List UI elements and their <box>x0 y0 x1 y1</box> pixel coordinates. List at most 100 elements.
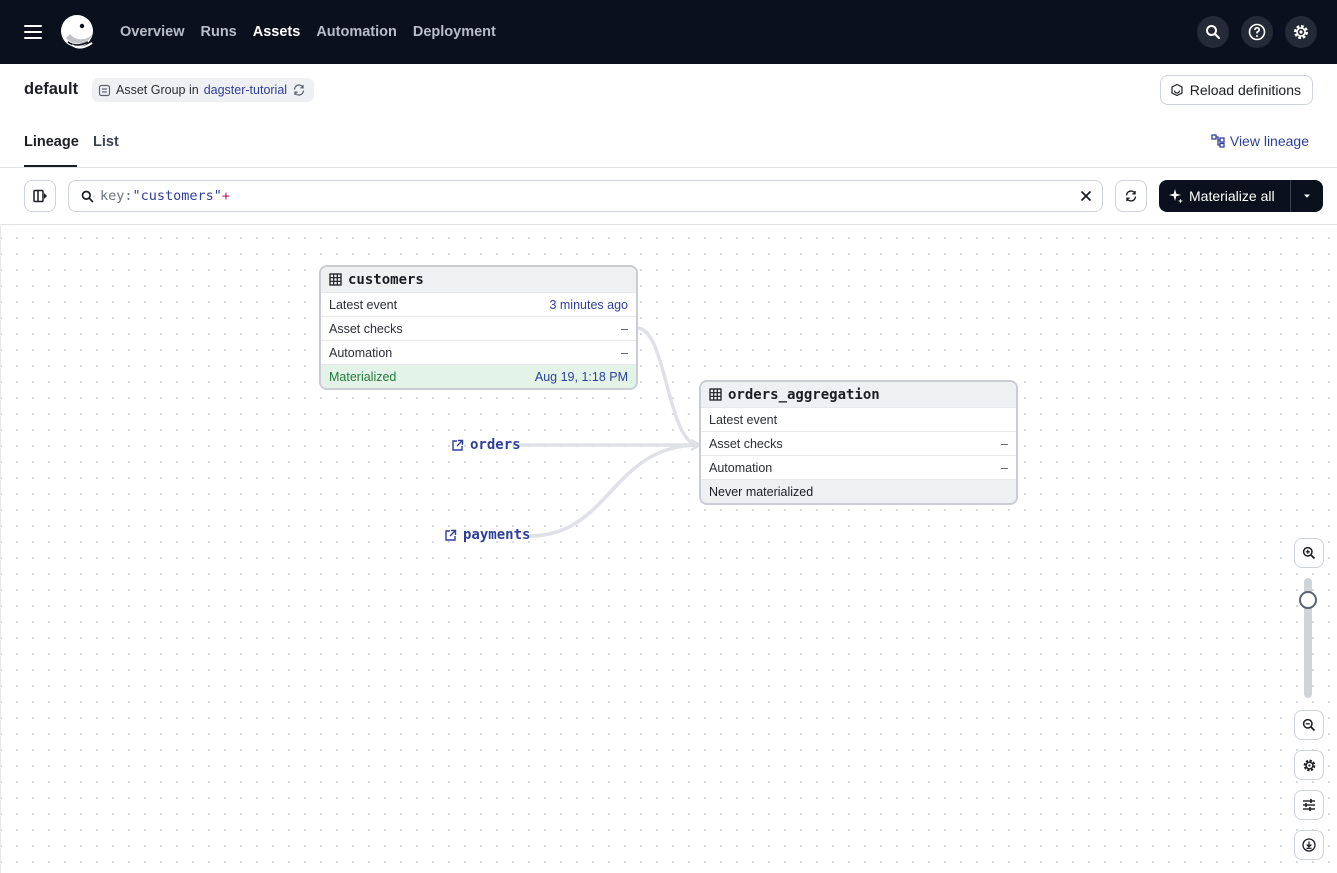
zoom-out-button[interactable] <box>1294 710 1324 740</box>
tab-list[interactable]: List <box>93 134 119 150</box>
asset-checks-row: Asset checks – <box>321 316 636 340</box>
nav-automation[interactable]: Automation <box>316 24 397 40</box>
zoom-in-icon <box>1302 546 1316 560</box>
latest-event-row: Latest event 3 minutes ago <box>321 292 636 316</box>
clear-icon[interactable] <box>1078 188 1094 204</box>
page-title: default <box>24 80 79 98</box>
active-tab-indicator <box>24 165 77 167</box>
source-asset-name: orders <box>470 437 521 453</box>
graph-toolbar: key:"customers"+ Materialize all <box>0 168 1337 225</box>
asset-group-tag: Asset Group in dagster-tutorial <box>92 78 315 102</box>
download-icon <box>1302 838 1316 852</box>
row-label: Automation <box>329 345 393 360</box>
table-icon <box>709 388 722 401</box>
latest-event-link[interactable]: 3 minutes ago <box>549 297 628 312</box>
materialization-status-row: Never materialized <box>701 479 1016 503</box>
search-button[interactable] <box>1197 16 1229 48</box>
reload-location-icon[interactable] <box>292 83 306 97</box>
zoom-slider-track[interactable] <box>1304 578 1312 698</box>
edge-customers-to-orders-aggregation <box>636 326 700 447</box>
gear-icon <box>1303 759 1315 771</box>
graph-filters-button[interactable] <box>1294 790 1324 820</box>
materialization-status-row: Materialized Aug 19, 1:18 PM <box>321 364 636 388</box>
reload-icon <box>1171 83 1183 97</box>
top-nav: Overview Runs Assets Automation Deployme… <box>0 0 1337 64</box>
asset-selection-input[interactable]: key:"customers"+ <box>68 180 1103 212</box>
row-label: Asset checks <box>709 436 783 451</box>
query-string: "customers" <box>132 188 222 204</box>
row-label: Asset checks <box>329 321 403 336</box>
latest-event-row: Latest event <box>701 407 1016 431</box>
row-label: Latest event <box>709 412 778 427</box>
asset-checks-row: Asset checks – <box>701 431 1016 455</box>
sidebar-toggle-icon <box>33 189 47 203</box>
asset-node-header: orders_aggregation <box>701 382 1016 407</box>
row-value: – <box>1001 436 1008 451</box>
top-actions <box>1197 16 1317 48</box>
gear-icon <box>1294 25 1308 39</box>
row-label: Latest event <box>329 297 398 312</box>
graph-edges <box>519 326 703 538</box>
row-value: – <box>621 321 628 336</box>
caret-down-icon <box>1304 194 1310 198</box>
nav-overview[interactable]: Overview <box>120 24 185 40</box>
table-icon <box>329 273 342 286</box>
edge-payments-to-orders-aggregation <box>528 443 700 538</box>
row-label: Automation <box>709 460 773 475</box>
reload-definitions-label: Reload definitions <box>1189 82 1301 98</box>
external-link-icon <box>452 439 464 451</box>
lineage-icon <box>1211 134 1225 148</box>
external-link-icon <box>445 529 457 541</box>
materialized-timestamp-link[interactable]: Aug 19, 1:18 PM <box>534 369 628 384</box>
automation-row: Automation – <box>321 340 636 364</box>
zoom-slider-thumb[interactable] <box>1299 591 1317 609</box>
reload-definitions-button[interactable]: Reload definitions <box>1159 75 1313 105</box>
asset-group-prefix: Asset Group in <box>116 83 199 97</box>
view-lineage-label: View lineage <box>1229 133 1309 149</box>
materialize-all-button[interactable]: Materialize all <box>1159 180 1291 212</box>
zoom-in-button[interactable] <box>1294 538 1324 568</box>
source-asset-name: payments <box>463 527 531 543</box>
graph-settings-button[interactable] <box>1294 750 1324 780</box>
query-plus: + <box>221 188 231 204</box>
nav-assets[interactable]: Assets <box>252 24 301 40</box>
materialize-all-label: Materialize all <box>1189 188 1275 204</box>
tab-lineage[interactable]: Lineage <box>24 134 79 150</box>
help-icon <box>1248 23 1266 41</box>
sidebar-toggle-button[interactable] <box>24 180 56 212</box>
selection-query: key:"customers"+ <box>100 188 230 204</box>
settings-button[interactable] <box>1285 16 1317 48</box>
asset-name: customers <box>348 271 424 288</box>
asset-group-icon <box>98 84 111 96</box>
help-button[interactable] <box>1241 16 1273 48</box>
code-location-link[interactable]: dagster-tutorial <box>203 83 288 97</box>
refresh-button[interactable] <box>1115 180 1147 212</box>
main-nav: Overview Runs Assets Automation Deployme… <box>120 0 496 64</box>
menu-icon[interactable] <box>22 22 44 42</box>
row-value: – <box>1001 460 1008 475</box>
asset-name: orders_aggregation <box>728 386 880 403</box>
nav-runs[interactable]: Runs <box>200 24 237 40</box>
nav-deployment[interactable]: Deployment <box>412 24 496 40</box>
status-label: Materialized <box>329 369 397 384</box>
lineage-graph-canvas[interactable]: customers Latest event 3 minutes ago Ass… <box>0 226 1337 873</box>
asset-node-customers[interactable]: customers Latest event 3 minutes ago Ass… <box>319 265 638 390</box>
source-asset-payments[interactable]: payments <box>444 527 530 543</box>
view-tabs: Lineage List View lineage <box>0 116 1337 168</box>
materialize-all-group: Materialize all <box>1159 180 1323 212</box>
asset-node-orders-aggregation[interactable]: orders_aggregation Latest event Asset ch… <box>699 380 1018 505</box>
dagster-logo[interactable] <box>58 12 98 52</box>
status-label: Never materialized <box>709 484 814 499</box>
asset-node-header: customers <box>321 267 636 292</box>
search-icon <box>81 190 94 202</box>
view-lineage-link[interactable]: View lineage <box>1211 133 1309 149</box>
query-key: key: <box>100 188 133 204</box>
automation-row: Automation – <box>701 455 1016 479</box>
source-asset-orders[interactable]: orders <box>451 437 521 453</box>
materialize-options-button[interactable] <box>1291 180 1323 212</box>
search-icon <box>1206 25 1220 39</box>
row-value: – <box>621 345 628 360</box>
refresh-icon <box>1125 190 1137 202</box>
download-graph-button[interactable] <box>1294 830 1324 860</box>
page-header: default Asset Group in dagster-tutorial … <box>0 64 1337 116</box>
